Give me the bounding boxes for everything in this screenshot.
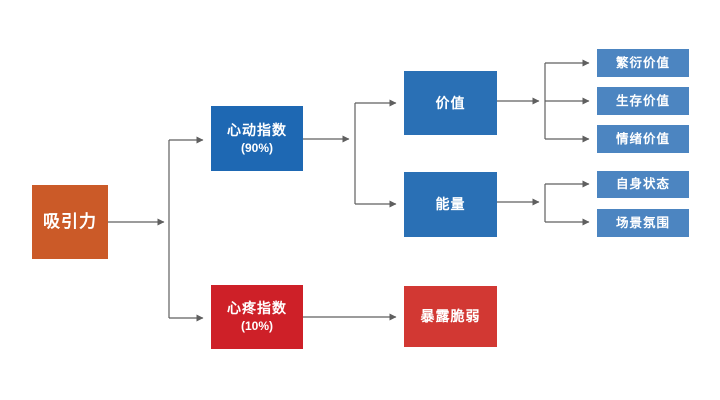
node-energy: 能量: [404, 172, 497, 237]
node-energy-label: 能量: [435, 196, 466, 213]
node-reproductive-value-label: 繁衍价值: [615, 55, 670, 70]
node-value-label: 价值: [435, 94, 466, 111]
node-heartbeat-percent: (90%): [240, 140, 273, 155]
node-emotional-value: 情绪价值: [597, 125, 689, 153]
node-heartbeat-index: 心动指数 (90%): [211, 106, 303, 171]
node-attraction-label: 吸引力: [43, 211, 97, 231]
node-heartache-index: 心疼指数 (10%): [211, 285, 303, 349]
node-heartache-label: 心疼指数: [227, 300, 287, 317]
node-expose-vulnerability: 暴露脆弱: [404, 286, 497, 347]
node-scene-atmosphere: 场景氛围: [597, 209, 689, 237]
node-heartache-percent: (10%): [240, 319, 273, 334]
node-survival-value-label: 生存价值: [615, 93, 670, 108]
node-emotional-value-label: 情绪价值: [615, 131, 670, 146]
node-heartbeat-label: 心动指数: [227, 121, 287, 138]
node-value: 价值: [404, 71, 497, 135]
node-survival-value: 生存价值: [597, 87, 689, 115]
node-self-state: 自身状态: [597, 171, 689, 198]
node-scene-atmosphere-label: 场景氛围: [615, 215, 670, 230]
node-reproductive-value: 繁衍价值: [597, 49, 689, 77]
node-expose-vulnerability-label: 暴露脆弱: [420, 308, 481, 325]
node-self-state-label: 自身状态: [615, 177, 670, 192]
node-attraction: 吸引力: [32, 185, 108, 259]
